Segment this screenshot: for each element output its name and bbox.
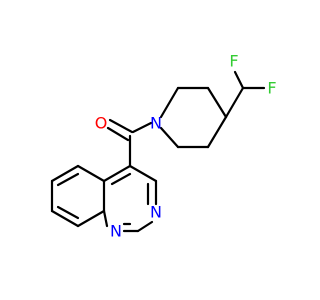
- atom-label-cinnoline-nitrogen-b: N: [110, 222, 122, 241]
- atom-label-oxygen: O: [95, 114, 108, 133]
- molecule-structure: F F O N N N: [50, 52, 277, 241]
- bond: [110, 172, 132, 186]
- bond: [206, 86, 228, 119]
- atom-label-fluorine-1: F: [229, 52, 238, 71]
- atom-label-fluorine-2: F: [267, 79, 276, 98]
- bond: [128, 164, 158, 183]
- bond: [50, 209, 80, 228]
- bond: [136, 220, 154, 233]
- bond: [56, 172, 80, 187]
- bond: [131, 121, 153, 134]
- bond: [56, 205, 80, 220]
- bond: [106, 126, 130, 142]
- atom-label-cinnoline-nitrogen-a: N: [150, 203, 162, 222]
- bond: [50, 164, 80, 183]
- bond: [76, 164, 106, 183]
- bond: [76, 209, 106, 228]
- bond: [206, 115, 228, 149]
- bond-lines: [50, 70, 266, 233]
- bond: [159, 86, 180, 119]
- bond: [233, 70, 245, 90]
- bond: [159, 126, 180, 149]
- bond: [224, 86, 245, 119]
- bond: [102, 164, 132, 183]
- bond: [102, 209, 109, 228]
- atom-label-piperidine-nitrogen: N: [150, 114, 162, 133]
- bond: [108, 118, 134, 134]
- atom-labels: F F O N N N: [95, 52, 277, 241]
